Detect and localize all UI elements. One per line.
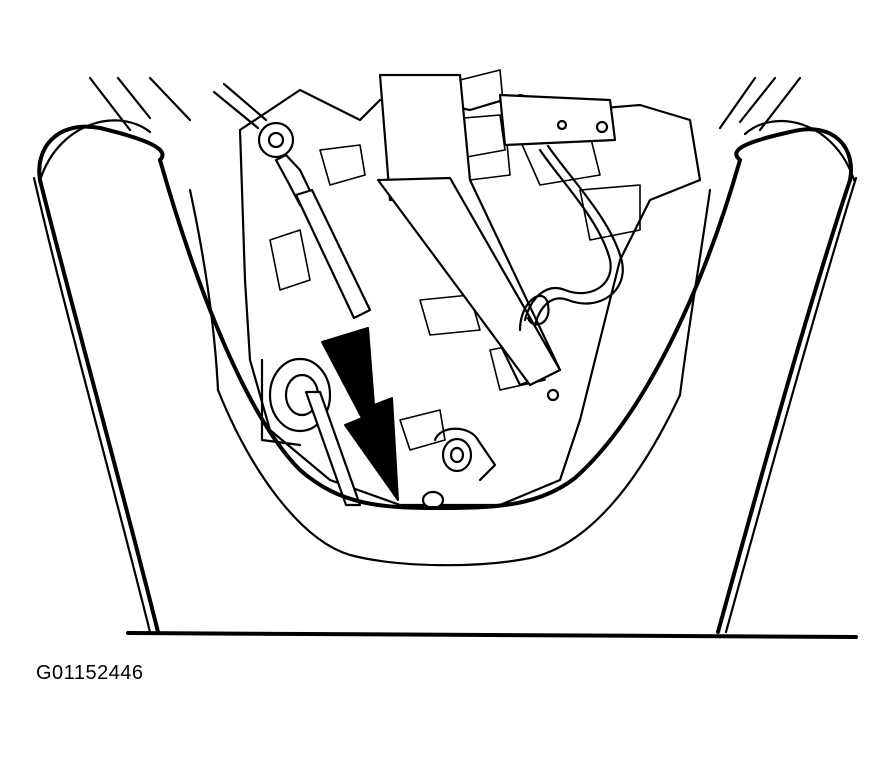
- mechanism-assembly: [212, 69, 702, 510]
- bezel-lip: [216, 388, 682, 567]
- shift-lever: [376, 176, 562, 387]
- base-line: [126, 631, 858, 639]
- console-trim-bezel: [32, 76, 858, 639]
- bezel-outer-edge: [37, 124, 165, 634]
- shift-cable: [212, 90, 260, 130]
- wire-clip: [523, 148, 612, 322]
- bezel-inner-opening: [158, 158, 742, 510]
- indicator-arrow: [321, 327, 399, 501]
- figure-id-label: G01152446: [36, 662, 144, 684]
